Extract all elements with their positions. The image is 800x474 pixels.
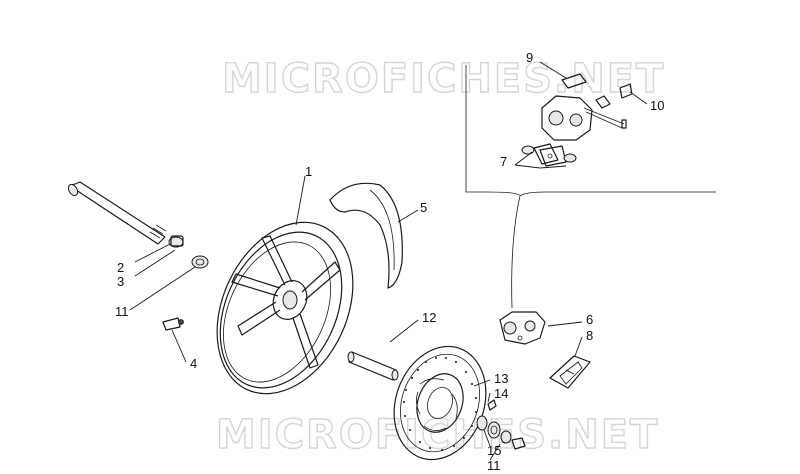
callout-14: 14 [494, 386, 508, 401]
callout-7: 7 [500, 154, 507, 169]
front-wheel-rim [216, 221, 354, 395]
callout-15: 15 [487, 443, 501, 458]
callout-5: 5 [420, 200, 427, 215]
callout-1: 1 [305, 164, 312, 179]
watermark-top: MICROFICHES.NET [222, 56, 665, 102]
callout-6: 6 [586, 312, 593, 327]
tire-valve [162, 317, 184, 331]
callout-4: 4 [190, 356, 197, 371]
leader-lines [129, 61, 648, 461]
callout-11-right: 11 [487, 458, 501, 473]
callout-9: 9 [526, 50, 533, 65]
wheel-axle [67, 181, 167, 245]
bearing-left [191, 255, 209, 269]
disc-bolt [487, 399, 497, 411]
brake-pads-detail [521, 143, 577, 167]
brake-disc [393, 345, 487, 461]
callout-13: 13 [494, 371, 508, 386]
caliper-inset-frame [465, 65, 716, 309]
watermark-bottom: MICROFICHES.NET [216, 412, 659, 458]
callout-2: 2 [117, 260, 124, 275]
callout-8: 8 [586, 328, 593, 343]
bearing-right [476, 415, 526, 450]
callout-12: 12 [422, 310, 436, 325]
callout-10: 10 [650, 98, 664, 113]
callout-11-left: 11 [115, 304, 129, 319]
brake-caliper-small [499, 311, 546, 345]
callout-labels: 1 2 3 4 5 6 7 8 9 10 11 11 12 13 14 15 [115, 50, 664, 473]
brake-pads-kit [549, 355, 591, 389]
callout-3: 3 [117, 274, 124, 289]
axle-nut [168, 235, 184, 248]
axle-spacer [347, 351, 399, 381]
front-mudguard [329, 182, 403, 289]
brake-caliper-detail [541, 73, 633, 141]
